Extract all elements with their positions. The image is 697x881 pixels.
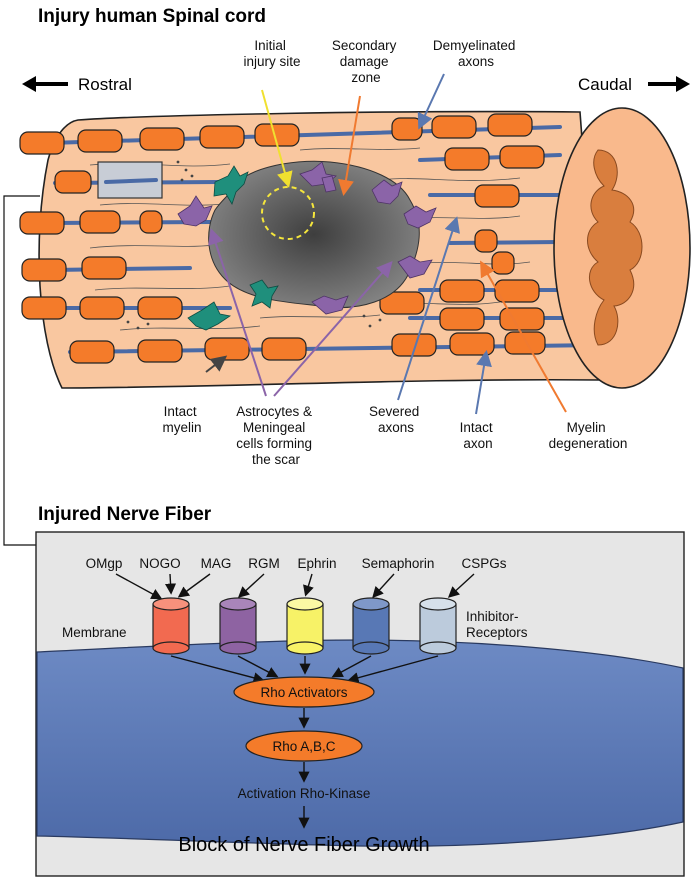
receptor-5 <box>419 597 457 655</box>
myelin-segments <box>19 113 546 364</box>
ligand-arrows <box>115 573 475 600</box>
bottom-title: Injured Nerve Fiber <box>38 504 212 525</box>
intact-axon-label: Intact axon <box>460 420 497 451</box>
receptor-arrows <box>170 655 439 684</box>
ligand-ephrin: Ephrin <box>297 556 336 571</box>
zoom-connector-line <box>3 195 40 546</box>
myelin-degeneration-label: Myelin degeneration <box>549 420 628 451</box>
annotation-arrows <box>205 73 567 415</box>
receptor-3 <box>286 597 324 655</box>
membrane-label: Membrane <box>62 625 127 640</box>
debris-dots <box>126 160 382 330</box>
severed-axons-label: Severed axons <box>369 404 423 435</box>
cord-cross-section <box>553 107 691 389</box>
ligand-labels: OMgp NOGO MAG RGM Ephrin Semaphorin CSPG… <box>86 556 507 571</box>
block-growth-label: Block of Nerve Fiber Growth <box>178 834 429 856</box>
rho-activators-oval <box>233 676 375 708</box>
meningeal-cells-purple <box>177 161 437 315</box>
inhibitor-receptors-label: Inhibitor- Receptors <box>466 609 528 640</box>
demyelinated-axons-label: Demyelinated axons <box>433 38 519 69</box>
ligand-omgp: OMgp <box>86 556 123 571</box>
receptor-4 <box>352 597 390 655</box>
secondary-damage-zone-label: Secondary damage zone <box>332 38 400 85</box>
rostral-direction: Rostral <box>22 75 132 94</box>
astrocytes-label: Astrocytes & Meningeal cells forming the… <box>236 404 316 467</box>
receptor-2 <box>219 597 257 655</box>
receptors <box>152 597 457 655</box>
initial-injury-site-label: Initial injury site <box>243 38 300 69</box>
ligand-rgm: RGM <box>248 556 280 571</box>
rho-abc-oval <box>245 730 363 762</box>
ligand-mag: MAG <box>201 556 232 571</box>
receptor-1 <box>152 597 190 655</box>
left-arrow-icon <box>22 76 36 92</box>
top-title: Injury human Spinal cord <box>38 6 266 27</box>
rho-activators-label: Rho Activators <box>260 685 347 700</box>
right-arrow-icon <box>676 76 690 92</box>
astrocytes-green <box>187 165 279 331</box>
caudal-direction: Caudal <box>578 75 690 94</box>
activation-rho-kinase-label: Activation Rho-Kinase <box>238 786 371 801</box>
ligand-semaphorin: Semaphorin <box>362 556 435 571</box>
intact-myelin-label: Intact myelin <box>162 404 201 435</box>
zoom-axon <box>104 178 158 184</box>
ligand-cspgs: CSPGs <box>461 556 506 571</box>
caudal-label: Caudal <box>578 75 632 94</box>
ligand-nogo: NOGO <box>139 556 180 571</box>
rho-abc-label: Rho A,B,C <box>272 739 335 754</box>
rostral-label: Rostral <box>78 75 132 94</box>
